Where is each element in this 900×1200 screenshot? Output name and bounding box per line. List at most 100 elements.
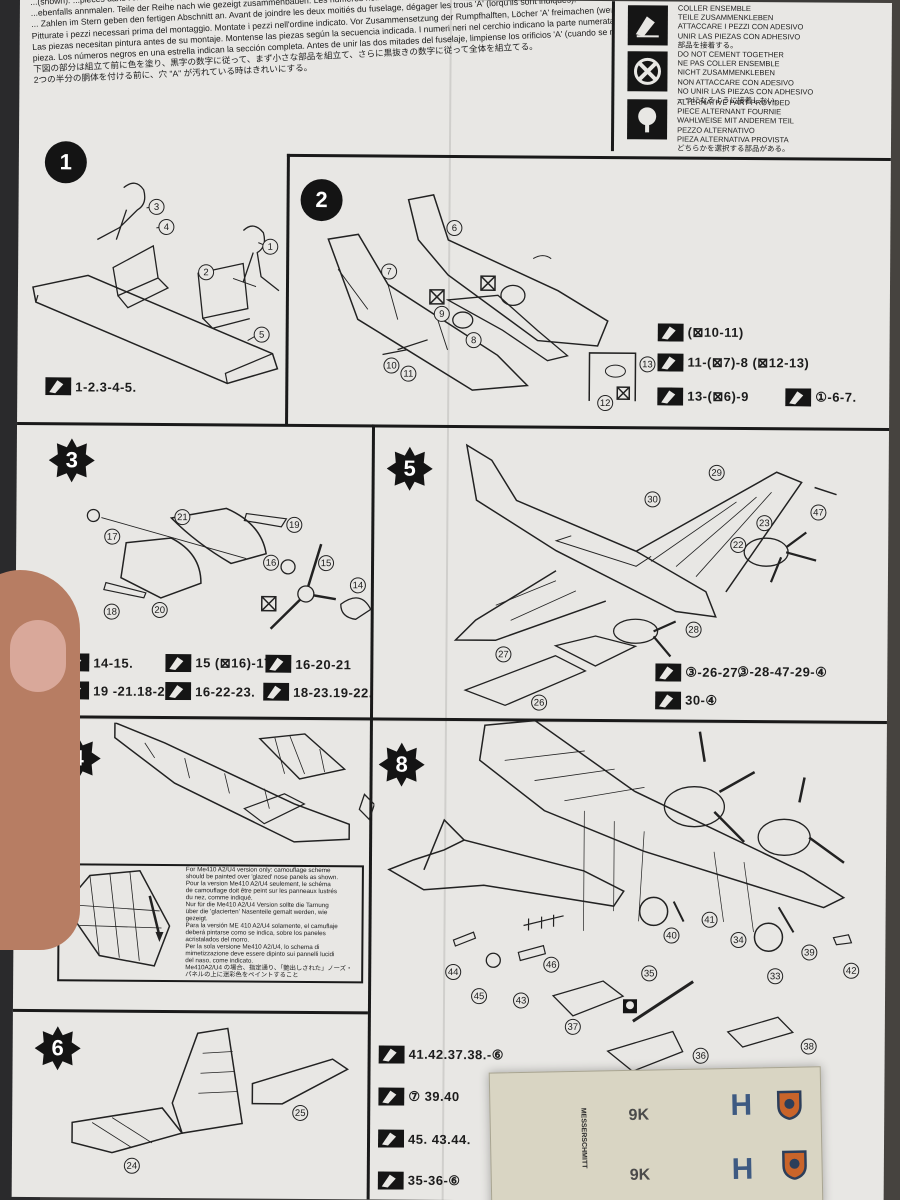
part-number: 24 bbox=[123, 1157, 140, 1174]
sequence-text: 30-④ bbox=[685, 692, 718, 708]
legend-alternative: ALTERNATIVE PART PROVIDED PIECE ALTERNAN… bbox=[619, 95, 891, 153]
step-number: 3 bbox=[65, 447, 78, 473]
step-3-sequence-5: 16-22-23. bbox=[165, 681, 256, 701]
frame-line bbox=[17, 421, 890, 431]
sequence-text: 16-20-21 bbox=[295, 656, 352, 672]
step-5-sequence-3: 30-④ bbox=[655, 691, 718, 710]
step-8-doors-drawing bbox=[551, 980, 795, 1073]
cement-icon bbox=[378, 1045, 405, 1064]
step-2-fuselage-drawing bbox=[327, 193, 637, 402]
part-number: 1 bbox=[262, 238, 279, 255]
alternative-part-icon bbox=[627, 99, 668, 140]
sequence-text: 45. 43.44. bbox=[407, 1131, 471, 1147]
part-number: 10 bbox=[383, 357, 400, 374]
part-number: 30 bbox=[644, 491, 661, 508]
decal-code: 9K bbox=[628, 1106, 650, 1124]
decal-brand-text: MESSERSCHMITT bbox=[579, 1107, 588, 1169]
step-3-sequence-3: 16-20-21 bbox=[265, 654, 352, 674]
part-number: 43 bbox=[512, 992, 530, 1009]
decal-letter: H bbox=[730, 1088, 753, 1122]
part-number: 21 bbox=[174, 509, 191, 526]
part-number: 12 bbox=[597, 394, 614, 412]
part-number: 27 bbox=[495, 646, 512, 663]
step-8-sequence-1: 41.42.37.38.-⑥ bbox=[378, 1045, 504, 1064]
sequence-text: ③-26-27. bbox=[685, 664, 743, 681]
part-number: 16 bbox=[263, 554, 280, 571]
part-number: 34 bbox=[730, 931, 747, 949]
cement-icon bbox=[165, 653, 192, 673]
part-number: 45 bbox=[470, 988, 488, 1005]
step-8-sequence-3: 45. 43.44. bbox=[377, 1129, 471, 1148]
step-1-badge: 1 bbox=[43, 139, 89, 185]
cement-icon bbox=[657, 387, 684, 406]
part-number: 23 bbox=[756, 515, 773, 532]
part-number: 17 bbox=[104, 528, 121, 545]
part-number: 47 bbox=[810, 504, 827, 521]
step-3-badge: 3 bbox=[48, 437, 95, 483]
cement-icon bbox=[785, 388, 812, 407]
sequence-text: 35-36-⑥ bbox=[407, 1172, 461, 1189]
instructions-header-text: ...(shown). ...pièces dans l'ordre indiq… bbox=[30, 0, 613, 87]
part-number: 20 bbox=[151, 601, 168, 619]
sequence-text: ①-6-7. bbox=[815, 389, 857, 405]
frame-line bbox=[12, 1008, 368, 1014]
cement-icon bbox=[657, 353, 684, 372]
part-number: 5 bbox=[253, 326, 270, 343]
part-number: 13 bbox=[639, 356, 656, 373]
unit-badge-icon bbox=[776, 1090, 802, 1121]
part-number: 38 bbox=[800, 1038, 817, 1055]
step-2-sequence-4: ①-6-7. bbox=[785, 388, 857, 407]
decal-code: 9K bbox=[629, 1166, 651, 1184]
sequence-text: 15 (⊠16)-17 bbox=[195, 655, 272, 671]
part-number: 14 bbox=[349, 577, 366, 594]
part-number: 39 bbox=[801, 944, 818, 961]
part-number: 29 bbox=[708, 464, 725, 481]
step-3-engine-nacelle-drawing bbox=[86, 507, 372, 630]
decal-sheet: MESSERSCHMITT 9K 9K H H bbox=[488, 1066, 824, 1200]
part-number: 41 bbox=[701, 911, 718, 928]
step-4-nose-detail-drawing bbox=[63, 870, 171, 967]
legend-no-cement: DO NOT CEMENT TOGETHER NE PAS COLLER ENS… bbox=[619, 47, 891, 105]
sequence-text: 11-(⊠7)-8 (⊠12-13) bbox=[687, 354, 810, 371]
step-4-camouflage-note: For Me410 A2/U4 version only: camouflage… bbox=[185, 866, 362, 979]
step-5-badge: 5 bbox=[386, 446, 433, 492]
step-1-sequence: 1-2.3-4-5. bbox=[45, 377, 137, 396]
part-number: 42 bbox=[843, 962, 860, 979]
part-number: 37 bbox=[564, 1018, 581, 1035]
cement-icon bbox=[265, 654, 292, 673]
decal-letter: H bbox=[731, 1152, 754, 1186]
thumbnail bbox=[10, 620, 66, 692]
legend-text: NICHT ZUSAMMENKLEBEN bbox=[677, 67, 775, 78]
step-3-sequence-4: 19 -21.18-20. bbox=[63, 681, 177, 700]
part-number: 11 bbox=[400, 365, 417, 382]
cement-icon bbox=[377, 1129, 405, 1148]
part-number: 8 bbox=[465, 332, 482, 349]
cement-icon bbox=[657, 323, 684, 342]
step-number: 5 bbox=[403, 455, 416, 481]
cement-icon bbox=[45, 377, 72, 396]
cement-icon bbox=[377, 1171, 404, 1190]
symbol-legend: COLLER ENSEMBLE TEILE ZUSAMMENKLEBEN ATT… bbox=[619, 1, 892, 153]
cement-icon bbox=[627, 5, 668, 46]
note-line: パネルの上に迷彩色をペイントすること bbox=[185, 971, 299, 979]
step-8-sequence-4: 35-36-⑥ bbox=[377, 1171, 461, 1190]
part-number: 18 bbox=[103, 603, 120, 620]
part-number: 36 bbox=[692, 1047, 709, 1064]
part-number: 25 bbox=[292, 1104, 309, 1121]
part-number: 15 bbox=[318, 555, 335, 572]
cement-icon bbox=[655, 663, 682, 682]
cement-icon bbox=[378, 1087, 405, 1106]
sequence-text: ⑦ 39.40 bbox=[408, 1088, 460, 1105]
cement-icon bbox=[655, 691, 682, 710]
part-number: 40 bbox=[663, 927, 680, 944]
part-number: 19 bbox=[286, 516, 303, 533]
note-line: über die 'glacierten' Nasenteile gemalt … bbox=[185, 908, 328, 917]
part-number: 33 bbox=[767, 968, 784, 985]
step-2-sequence-1: (⊠10-11) bbox=[657, 323, 744, 342]
sequence-text: (⊠10-11) bbox=[687, 324, 744, 341]
sequence-text: 16-22-23. bbox=[195, 683, 256, 700]
legend-text: ATTACCARE I PEZZI CON ADESIVO bbox=[677, 21, 804, 32]
step-2-badge: 2 bbox=[298, 177, 344, 223]
step-3-sequence-2: 15 (⊠16)-17 bbox=[165, 653, 272, 673]
step-8-badge: 8 bbox=[378, 741, 425, 787]
